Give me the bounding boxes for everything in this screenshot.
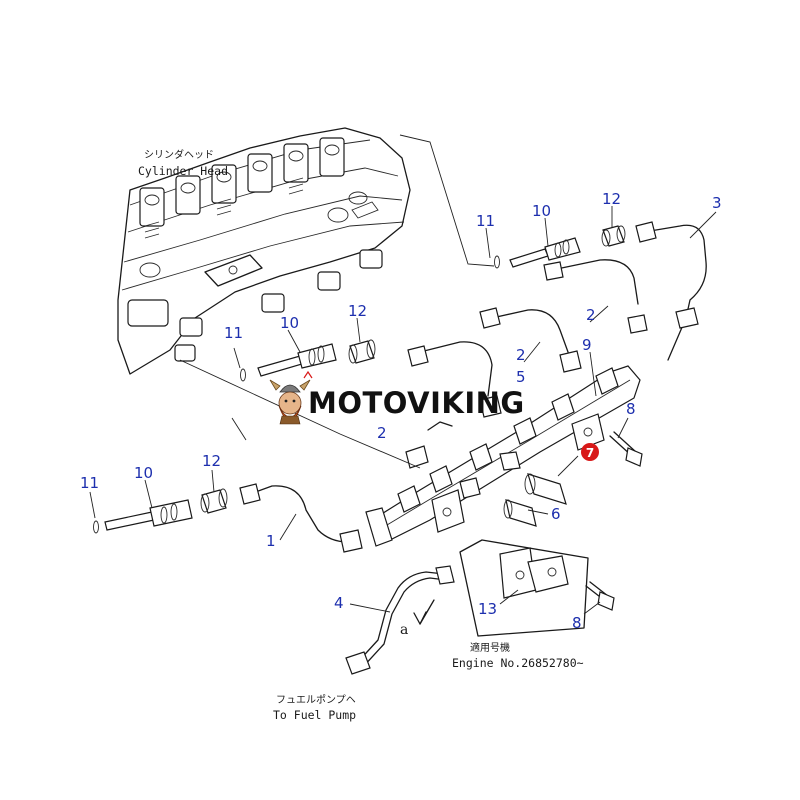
caption-fuel-pump-jp: フュエルポンプヘ xyxy=(276,694,356,706)
callout-4: 4 xyxy=(334,594,344,612)
callout-11-mid: 11 xyxy=(224,324,243,342)
callout-10-left: 10 xyxy=(134,464,153,482)
callout-2-upper: 2 xyxy=(586,306,596,324)
caption-applicable-jp: 適用号機 xyxy=(470,641,510,654)
pressure-sensor xyxy=(499,451,567,505)
injection-lines xyxy=(407,221,707,431)
callout-8-lower: 8 xyxy=(572,614,582,632)
bolt-right xyxy=(609,431,643,467)
fuel-line-1 xyxy=(239,483,363,553)
limiter-valve xyxy=(459,477,537,527)
callout-9: 9 xyxy=(582,336,592,354)
callout-11-top: 11 xyxy=(476,212,495,230)
bracket-detail xyxy=(459,539,589,637)
grommet-mid xyxy=(348,339,376,364)
callout-12-mid: 12 xyxy=(348,302,367,320)
callout-1: 1 xyxy=(266,532,276,550)
fuel-line-4 xyxy=(345,565,455,675)
injector-left xyxy=(104,499,193,531)
highlight-marker xyxy=(581,443,599,461)
callout-7: 7 xyxy=(586,446,594,460)
callout-10-mid: 10 xyxy=(280,314,299,332)
viking-mascot-icon xyxy=(269,370,313,425)
callout-6: 6 xyxy=(551,505,561,523)
callout-5: 5 xyxy=(516,368,526,386)
callout-numbers: 11 10 12 3 2 11 10 12 2 9 5 8 2 11 10 12… xyxy=(80,190,722,632)
caption-cylinder-head: Cylinder Head xyxy=(138,164,228,178)
callout-12-left: 12 xyxy=(202,452,221,470)
callout-10-top: 10 xyxy=(532,202,551,220)
injector-mid xyxy=(257,343,337,377)
caption-cylinder-head-jp: シリンダヘッド xyxy=(144,148,214,161)
injector-top xyxy=(509,237,581,268)
callout-3: 3 xyxy=(712,194,722,212)
leader-lines xyxy=(89,134,717,615)
captions: シリンダヘッド Cylinder Head 適用号機 Engine No.268… xyxy=(138,148,584,722)
callout-2-lower: 2 xyxy=(377,424,387,442)
callout-8-upper: 8 xyxy=(626,400,636,418)
grommet-left xyxy=(200,488,228,514)
caption-engine-no: Engine No.26852780~ xyxy=(452,656,584,670)
caption-to-fuel-pump: To Fuel Pump xyxy=(273,708,356,722)
grommet-top xyxy=(601,225,626,247)
watermark-brand: MOTOVIKING xyxy=(308,386,525,420)
marker-a: a xyxy=(400,622,408,638)
cylinder-head-drawing xyxy=(117,127,411,375)
callout-11-left: 11 xyxy=(80,474,99,492)
o-rings xyxy=(93,255,500,534)
callout-12-top: 12 xyxy=(602,190,621,208)
bolt-lower xyxy=(585,581,615,611)
callout-2-middle: 2 xyxy=(516,346,526,364)
callout-13: 13 xyxy=(478,600,497,618)
motoviking-watermark: MOTOVIKING xyxy=(269,370,525,425)
